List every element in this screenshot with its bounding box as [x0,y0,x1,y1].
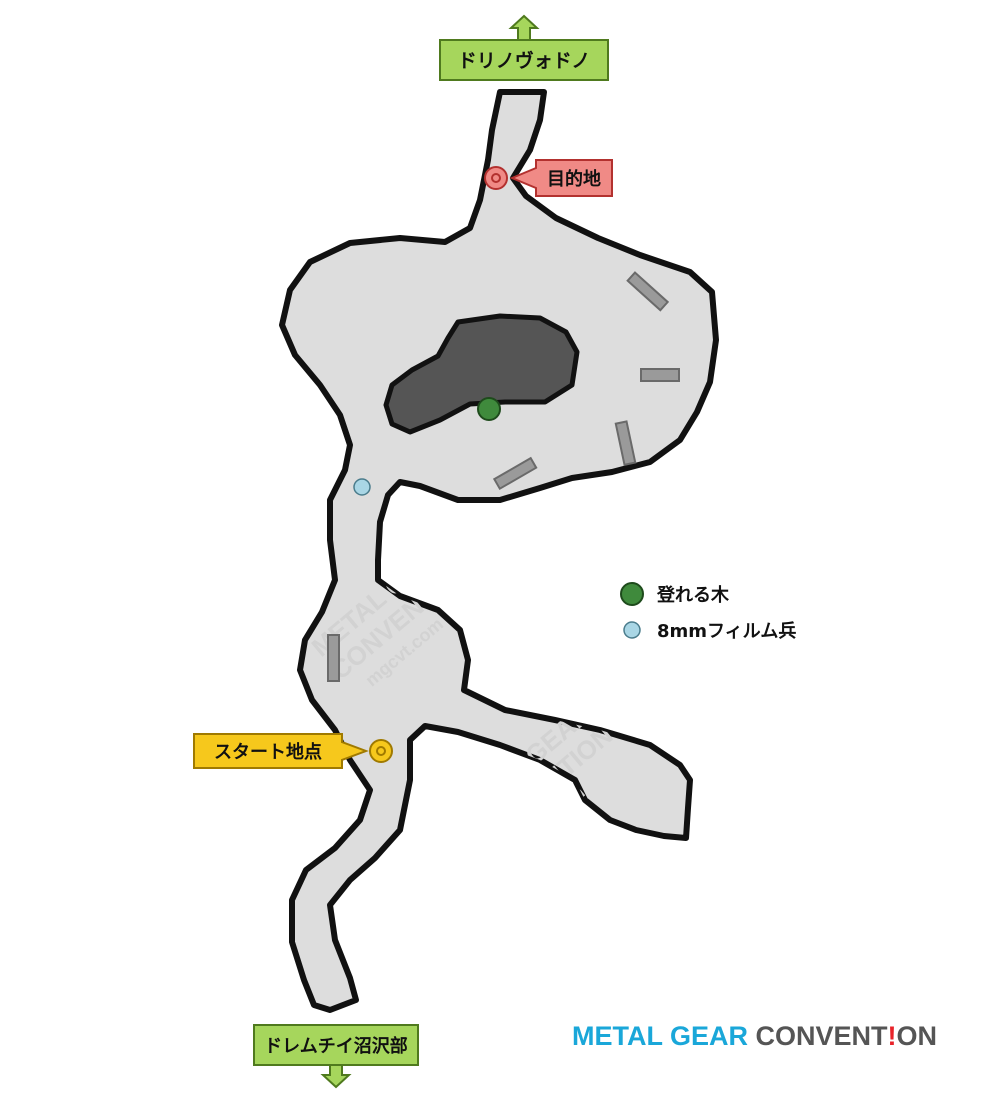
platform-2 [640,368,680,382]
watermark-line2: CONVENTION [184,383,336,517]
terrain-area [279,89,719,1013]
platform-5 [327,634,340,682]
up-arrow-icon [508,14,540,41]
south-exit-box[interactable] [253,1024,419,1066]
climbable-tree-icon [477,397,501,421]
dark-lake [383,313,580,435]
platform-4 [492,456,538,491]
lightblue-circle-icon [623,621,641,639]
destination-target-inner [491,173,501,183]
platform-1 [626,271,670,312]
destination-label: 目的地 [547,168,601,190]
start-target-inner [376,746,386,756]
logo-part2: CONVENT [756,1021,889,1051]
destination-marker[interactable]: 目的地 [484,159,613,197]
legend: 登れる木 8mmフィルム兵 [620,582,796,642]
logo-part3: ! [888,1021,897,1051]
logo-part1: METAL GEAR [572,1021,756,1051]
north-exit-box[interactable] [439,39,609,81]
watermark-line3c: mgcvt.com [503,782,589,858]
site-logo: METAL GEAR CONVENT!ON [572,1021,937,1051]
green-circle-icon [620,582,644,606]
legend-item-tree: 登れる木 [656,584,730,606]
platforms [327,271,680,682]
legend-item-film-soldier: 8mmフィルム兵 [657,621,796,642]
start-label: スタート地点 [214,741,322,763]
start-callout [193,733,369,769]
watermark-line1: METAL GEAR [164,362,313,494]
start-target-icon [369,739,393,763]
platform-3 [614,420,637,466]
destination-callout [509,159,613,197]
down-arrow-icon [320,1064,352,1089]
north-exit[interactable]: ドリノヴォドノ [439,14,609,81]
south-exit-label: ドレムチイ沼沢部 [264,1035,408,1057]
film-soldier-icon [353,478,371,496]
start-marker[interactable]: スタート地点 [193,733,393,769]
logo-part4: ON [897,1021,938,1051]
north-exit-label: ドリノヴォドノ [458,49,591,72]
destination-target-icon [484,166,508,190]
watermark-line3: mgcvt.com [220,445,306,521]
south-exit[interactable]: ドレムチイ沼沢部 [253,1024,419,1089]
